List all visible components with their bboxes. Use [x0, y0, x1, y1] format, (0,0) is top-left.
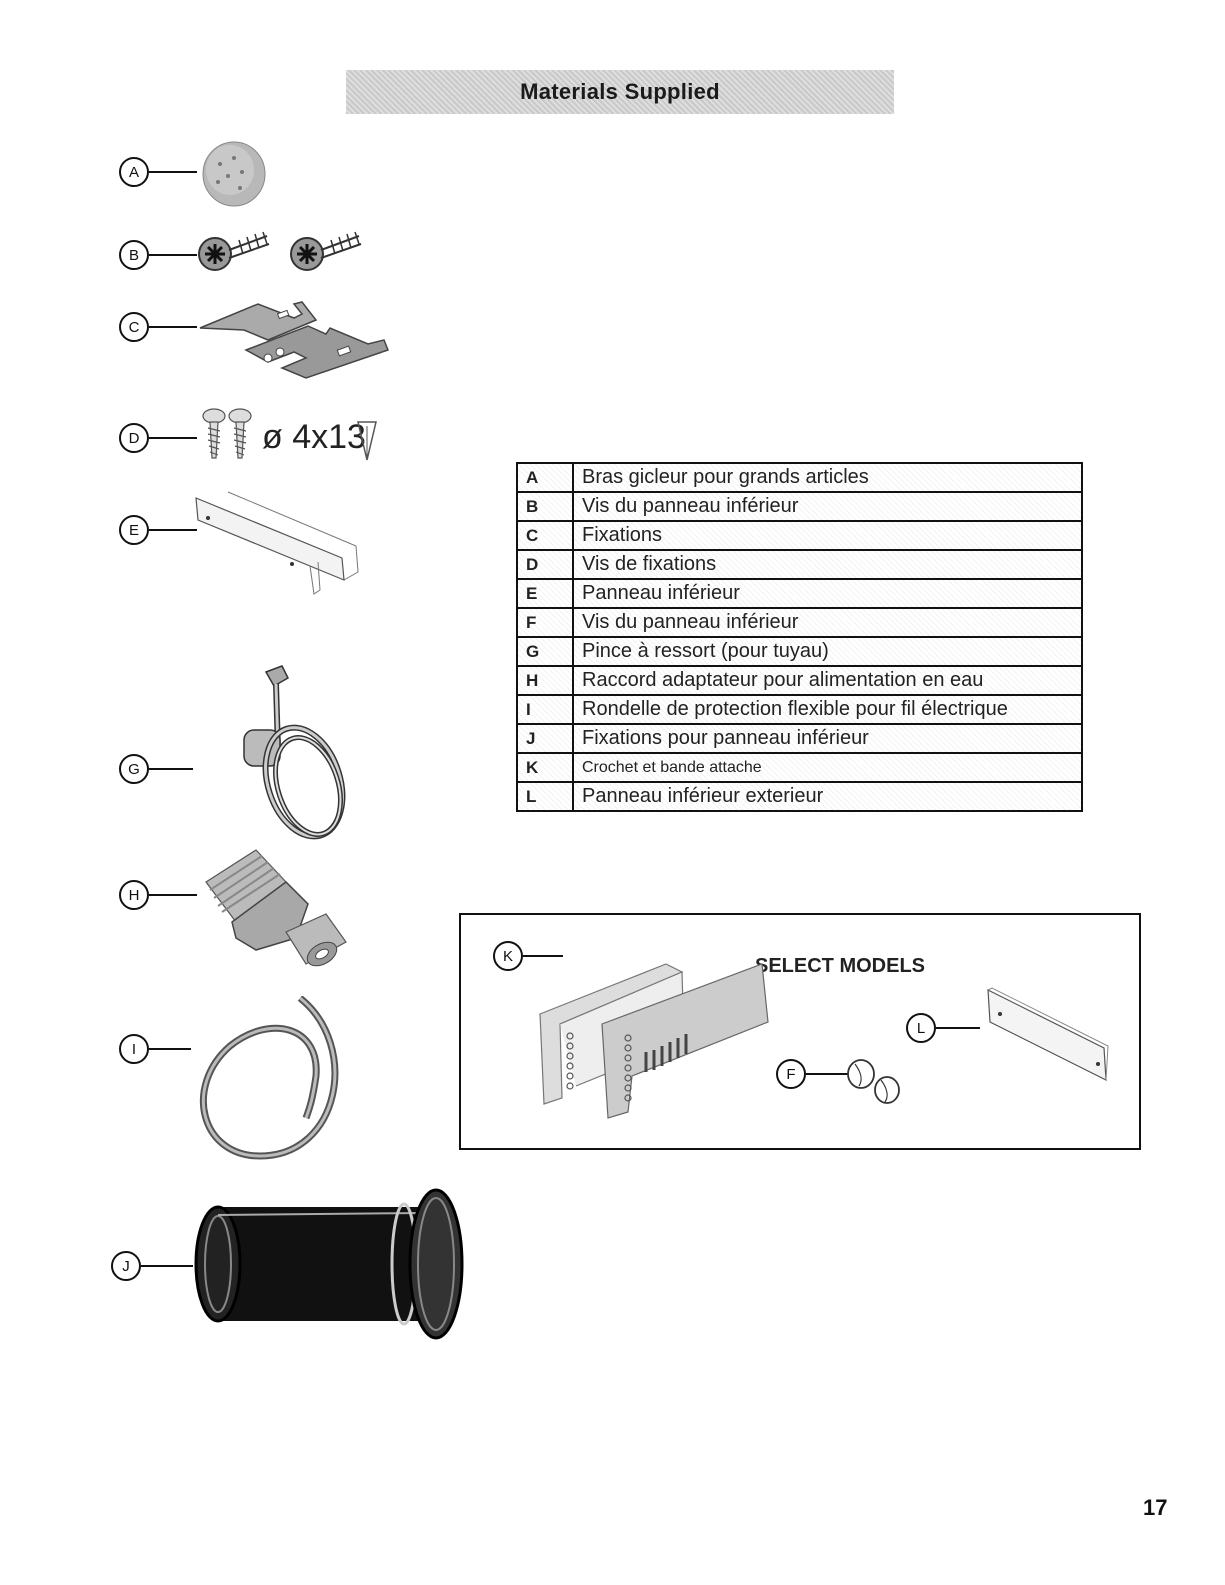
part-letter: B: [516, 491, 574, 522]
part-letter: I: [516, 694, 574, 725]
section-header: Materials Supplied: [346, 70, 894, 114]
part-description: Vis de fixations: [572, 549, 1083, 580]
leader-j: [141, 1265, 193, 1267]
screw-dimension: ø 4x13: [262, 418, 366, 456]
label-i: I: [119, 1034, 149, 1064]
part-description: Fixations: [572, 520, 1083, 551]
select-models-title: SELECT MODELS: [755, 955, 926, 977]
page-number: 17: [1143, 1495, 1168, 1520]
spray-arm-image: [202, 141, 266, 207]
part-letter: L: [516, 781, 574, 812]
part-description: Bras gicleur pour grands articles: [572, 462, 1083, 493]
part-letter: F: [516, 607, 574, 638]
label-e: E: [119, 515, 149, 545]
label-b: B: [119, 240, 149, 270]
lower-panel-image: [195, 491, 359, 595]
part-description: Fixations pour panneau inférieur: [572, 723, 1083, 754]
hook-and-strap-image: [539, 963, 769, 1119]
grommet-image: [200, 996, 339, 1160]
label-c: C: [119, 312, 149, 342]
part-letter: C: [516, 520, 574, 551]
part-description: Crochet et bande attache: [572, 752, 1083, 783]
part-description: Pince à ressort (pour tuyau): [572, 636, 1083, 667]
leader-h: [149, 894, 197, 896]
panel-fixations-image: [194, 1188, 464, 1340]
adapter-fitting-image: [205, 849, 347, 967]
part-description: Vis du panneau inférieur: [572, 491, 1083, 522]
label-h: H: [119, 880, 149, 910]
leader-f: [806, 1073, 848, 1075]
part-letter: A: [516, 462, 574, 493]
part-letter: G: [516, 636, 574, 667]
label-j: J: [111, 1251, 141, 1281]
part-description: Vis du panneau inférieur: [572, 607, 1083, 638]
label-g: G: [119, 754, 149, 784]
leader-g: [149, 768, 193, 770]
leader-i: [149, 1048, 191, 1050]
leader-a: [149, 171, 197, 173]
leader-k: [523, 955, 563, 957]
fixation-screws-image: [202, 408, 252, 459]
leader-d: [149, 437, 197, 439]
part-letter: H: [516, 665, 574, 696]
panel-screws-image: [198, 231, 362, 271]
label-d: D: [119, 423, 149, 453]
panel-screw-caps-image: [847, 1059, 900, 1104]
leader-b: [149, 254, 197, 256]
part-letter: E: [516, 578, 574, 609]
outer-lower-panel-image: [987, 987, 1109, 1082]
part-letter: J: [516, 723, 574, 754]
part-letter: K: [516, 752, 574, 783]
leader-c: [149, 326, 197, 328]
leader-e: [149, 529, 197, 531]
part-description: Rondelle de protection flexible pour fil…: [572, 694, 1083, 725]
part-letter: D: [516, 549, 574, 580]
select-models-box: [459, 913, 1141, 1150]
label-f: F: [776, 1059, 806, 1089]
part-description: Panneau inférieur: [572, 578, 1083, 609]
spring-clamp-image: [243, 665, 346, 840]
section-title: Materials Supplied: [520, 79, 720, 104]
brackets-image: [199, 301, 389, 379]
label-a: A: [119, 157, 149, 187]
leader-l: [936, 1027, 980, 1029]
part-description: Panneau inférieur exterieur: [572, 781, 1083, 812]
label-l: L: [906, 1013, 936, 1043]
part-description: Raccord adaptateur pour alimentation en …: [572, 665, 1083, 696]
label-k: K: [493, 941, 523, 971]
screw-type-icon: [357, 421, 377, 461]
